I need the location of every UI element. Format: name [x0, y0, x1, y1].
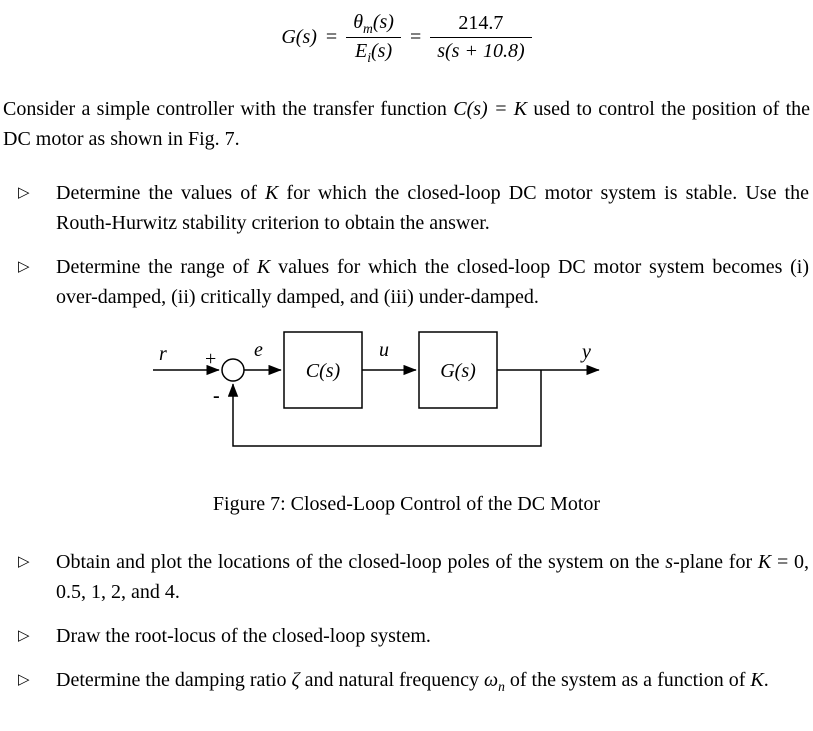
text-run: Draw the root-locus of the closed-loop s…: [56, 625, 431, 648]
bullet-text: Determine the values of K for which the …: [56, 178, 810, 238]
text-run: -plane for: [673, 551, 758, 574]
block-diagram-svg: r + - e C(s) u G(s) y: [153, 331, 600, 447]
triangle-bullet-icon: ▷: [18, 185, 30, 202]
text-run: Consider a simple controller with the tr…: [3, 98, 454, 121]
minus-sign-label: -: [213, 385, 220, 407]
figure-caption: Figure 7: Closed-Loop Control of the DC …: [212, 493, 601, 516]
fraction-numerator: 214.7: [430, 11, 532, 38]
text-run: values for which the closed-loop DC moto…: [56, 256, 809, 309]
control-signal-label: u: [379, 339, 389, 361]
error-signal-label: e: [254, 339, 263, 361]
transfer-function-equation: G(s) = θm(s) Ei(s) = 214.7 s(s + 10.8): [3, 10, 810, 64]
input-signal-label: r: [159, 343, 167, 365]
theta-subscript: m: [363, 21, 373, 36]
text-run: Obtain and plot the locations of the clo…: [56, 551, 666, 574]
bullet-text: Draw the root-locus of the closed-loop s…: [56, 621, 810, 651]
text-run: and natural frequency: [299, 669, 484, 692]
plus-sign-label: +: [205, 348, 216, 370]
text-run: Determine the damping ratio: [56, 669, 292, 692]
triangle-bullet-icon: ▷: [18, 554, 30, 571]
output-signal-label: y: [580, 341, 591, 363]
e-symbol: E: [355, 39, 368, 62]
theta-symbol: θ: [353, 11, 364, 33]
controller-block: [283, 331, 363, 409]
math-var: K: [256, 256, 271, 279]
bullet-item-damping-ratio: ▷ Determine the damping ratio ζ and natu…: [3, 665, 810, 695]
math-var: K: [757, 551, 772, 574]
equals-sign: =: [325, 26, 338, 49]
text-run: Determine the values of: [56, 182, 265, 205]
block-diagram: r + - e C(s) u G(s) y: [151, 326, 810, 467]
bullet-item-root-locus: ▷ Draw the root-locus of the closed-loop…: [3, 621, 810, 651]
plant-label: G(s): [440, 360, 476, 382]
math-var: C(s) = K: [453, 98, 528, 121]
bullet-item-poles: ▷ Obtain and plot the locations of the c…: [3, 547, 810, 607]
triangle-bullet-icon: ▷: [18, 259, 30, 276]
bullet-item-stability: ▷ Determine the values of K for which th…: [3, 178, 810, 238]
fraction-numerator: θm(s): [346, 10, 401, 38]
fraction-theta-over-ei: θm(s) Ei(s): [346, 10, 401, 64]
equation-lhs: G(s): [281, 26, 317, 49]
e-args: (s): [371, 39, 393, 62]
text-run: for which the closed-loop DC motor syste…: [56, 182, 809, 235]
omega-subscript: n: [498, 679, 505, 695]
math-var: s: [665, 551, 674, 574]
bullet-text: Obtain and plot the locations of the clo…: [56, 547, 810, 607]
theta-args: (s): [372, 11, 394, 33]
fraction-denominator: Ei(s): [346, 38, 401, 65]
triangle-bullet-icon: ▷: [18, 672, 30, 689]
math-var-omega: ω: [483, 669, 499, 692]
fraction-denominator: s(s + 10.8): [437, 39, 525, 62]
math-var-zeta: ζ: [291, 669, 300, 692]
document-page: G(s) = θm(s) Ei(s) = 214.7 s(s + 10.8) C…: [3, 10, 810, 695]
plant-block: [418, 331, 498, 409]
equals-sign: =: [409, 26, 422, 49]
summing-junction: [221, 358, 245, 382]
bullet-text: Determine the range of K values for whic…: [56, 252, 810, 312]
math-var: K: [750, 669, 764, 692]
controller-label: C(s): [306, 360, 341, 382]
intro-paragraph: Consider a simple controller with the tr…: [3, 94, 810, 154]
text-run: Determine the range of: [56, 256, 257, 279]
math-var: K: [264, 182, 279, 205]
feedback-path: [227, 370, 542, 447]
triangle-bullet-icon: ▷: [18, 628, 30, 645]
text-run: of the system as a function of: [504, 669, 751, 692]
e-subscript: i: [367, 49, 372, 65]
text-run: used to control the position of the DC m…: [3, 98, 811, 151]
text-run: .: [763, 669, 769, 692]
bullet-text: Determine the damping ratio ζ and natura…: [56, 665, 810, 695]
text-run: = 0, 0.5, 1, 2, and 4.: [56, 551, 809, 604]
fraction-gain: 214.7 s(s + 10.8): [430, 11, 532, 64]
bullet-item-damping-range: ▷ Determine the range of K values for wh…: [3, 252, 810, 312]
